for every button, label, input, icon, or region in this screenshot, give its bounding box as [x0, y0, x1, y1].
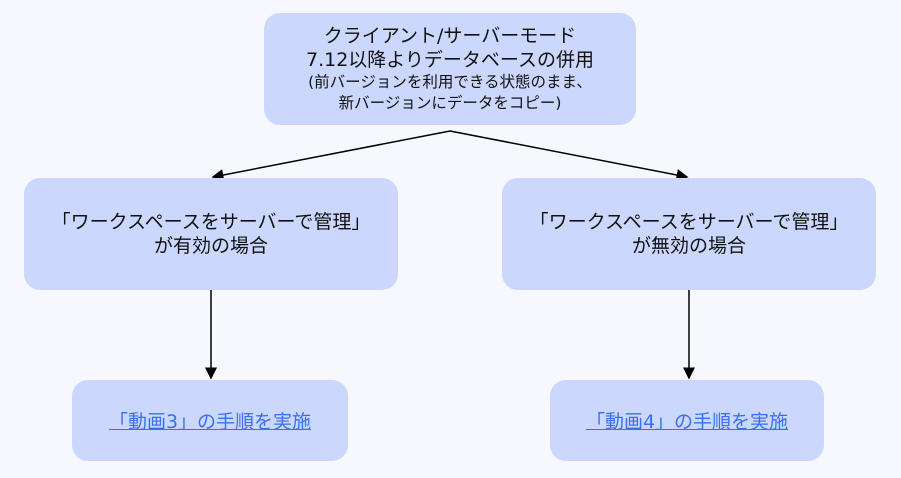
- video3-node: 「動画3」の手順を実施: [72, 380, 348, 461]
- condition-text: 「ワークスペースをサーバーで管理」: [51, 211, 371, 233]
- node-title: クライアント/サーバーモード: [323, 25, 577, 47]
- arrow-to-enabled: [211, 130, 451, 181]
- node-subtitle: 7.12以降よりデータベースの併用: [306, 49, 594, 71]
- node-note-1: (前バージョンを利用できる状態のまま、: [308, 73, 592, 91]
- condition-suffix: が有効の場合: [153, 235, 268, 257]
- condition-text: 「ワークスペースをサーバーで管理」: [529, 211, 849, 233]
- client-server-mode-node: クライアント/サーバーモード 7.12以降よりデータベースの併用 (前バージョン…: [264, 13, 636, 125]
- workspace-enabled-node: 「ワークスペースをサーバーで管理」 が有効の場合: [24, 178, 398, 290]
- video3-link[interactable]: 「動画3」の手順を実施: [108, 411, 312, 433]
- video4-node: 「動画4」の手順を実施: [550, 380, 824, 461]
- video4-link[interactable]: 「動画4」の手順を実施: [585, 411, 789, 433]
- workspace-disabled-node: 「ワークスペースをサーバーで管理」 が無効の場合: [502, 178, 876, 290]
- arrow-to-disabled: [449, 130, 689, 181]
- condition-suffix: が無効の場合: [631, 235, 746, 257]
- node-note-2: 新バージョンにデータをコピー): [338, 94, 562, 112]
